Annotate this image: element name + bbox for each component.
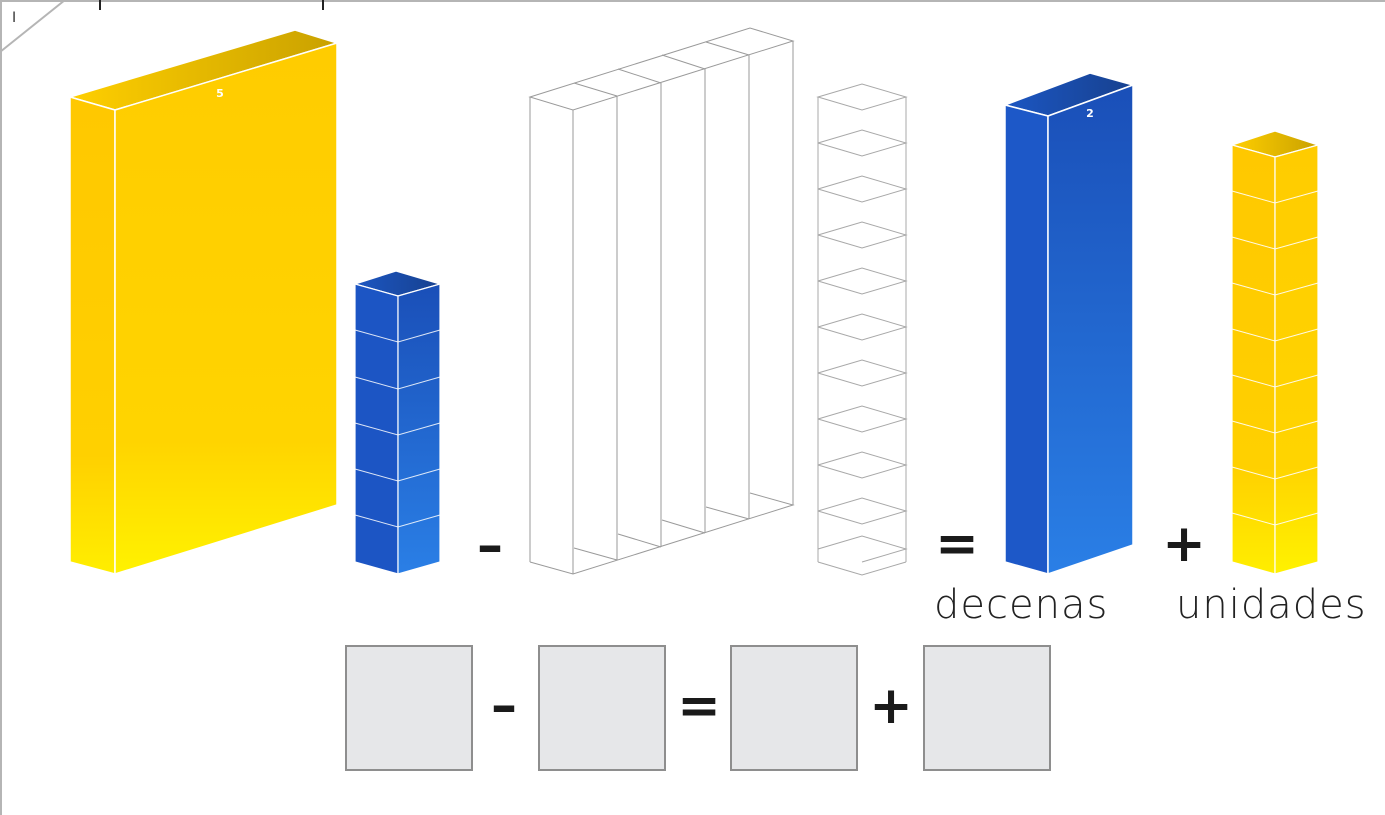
answer-box-minuend[interactable]	[345, 645, 473, 771]
top-tick-marks	[99, 0, 324, 10]
yellow-unit-column	[1229, 130, 1321, 575]
equals-sign: =	[935, 514, 979, 574]
tens-label: decenas	[934, 582, 1109, 628]
hundreds-block-number: 5	[216, 87, 224, 100]
answer-box-subtrahend[interactable]	[538, 645, 666, 771]
tens-rod-number: 2	[1086, 107, 1094, 120]
blue-unit-rod	[352, 270, 443, 575]
blue-tens-rod: 2	[1002, 72, 1136, 576]
plus-sign: +	[1162, 514, 1206, 574]
outline-unit-column	[816, 83, 908, 576]
answer-box-units[interactable]	[923, 645, 1051, 771]
equals-sign: =	[677, 676, 721, 736]
minus-sign: –	[477, 516, 503, 576]
page-corner-fold: I	[0, 0, 66, 53]
hundreds-block: 5	[67, 29, 340, 576]
answer-box-tens[interactable]	[730, 645, 858, 771]
outline-tens-rods	[528, 27, 795, 575]
minus-sign: –	[491, 676, 517, 736]
page-marker: I	[12, 10, 16, 26]
plus-sign: +	[869, 676, 913, 736]
units-label: unidades	[1176, 582, 1367, 628]
